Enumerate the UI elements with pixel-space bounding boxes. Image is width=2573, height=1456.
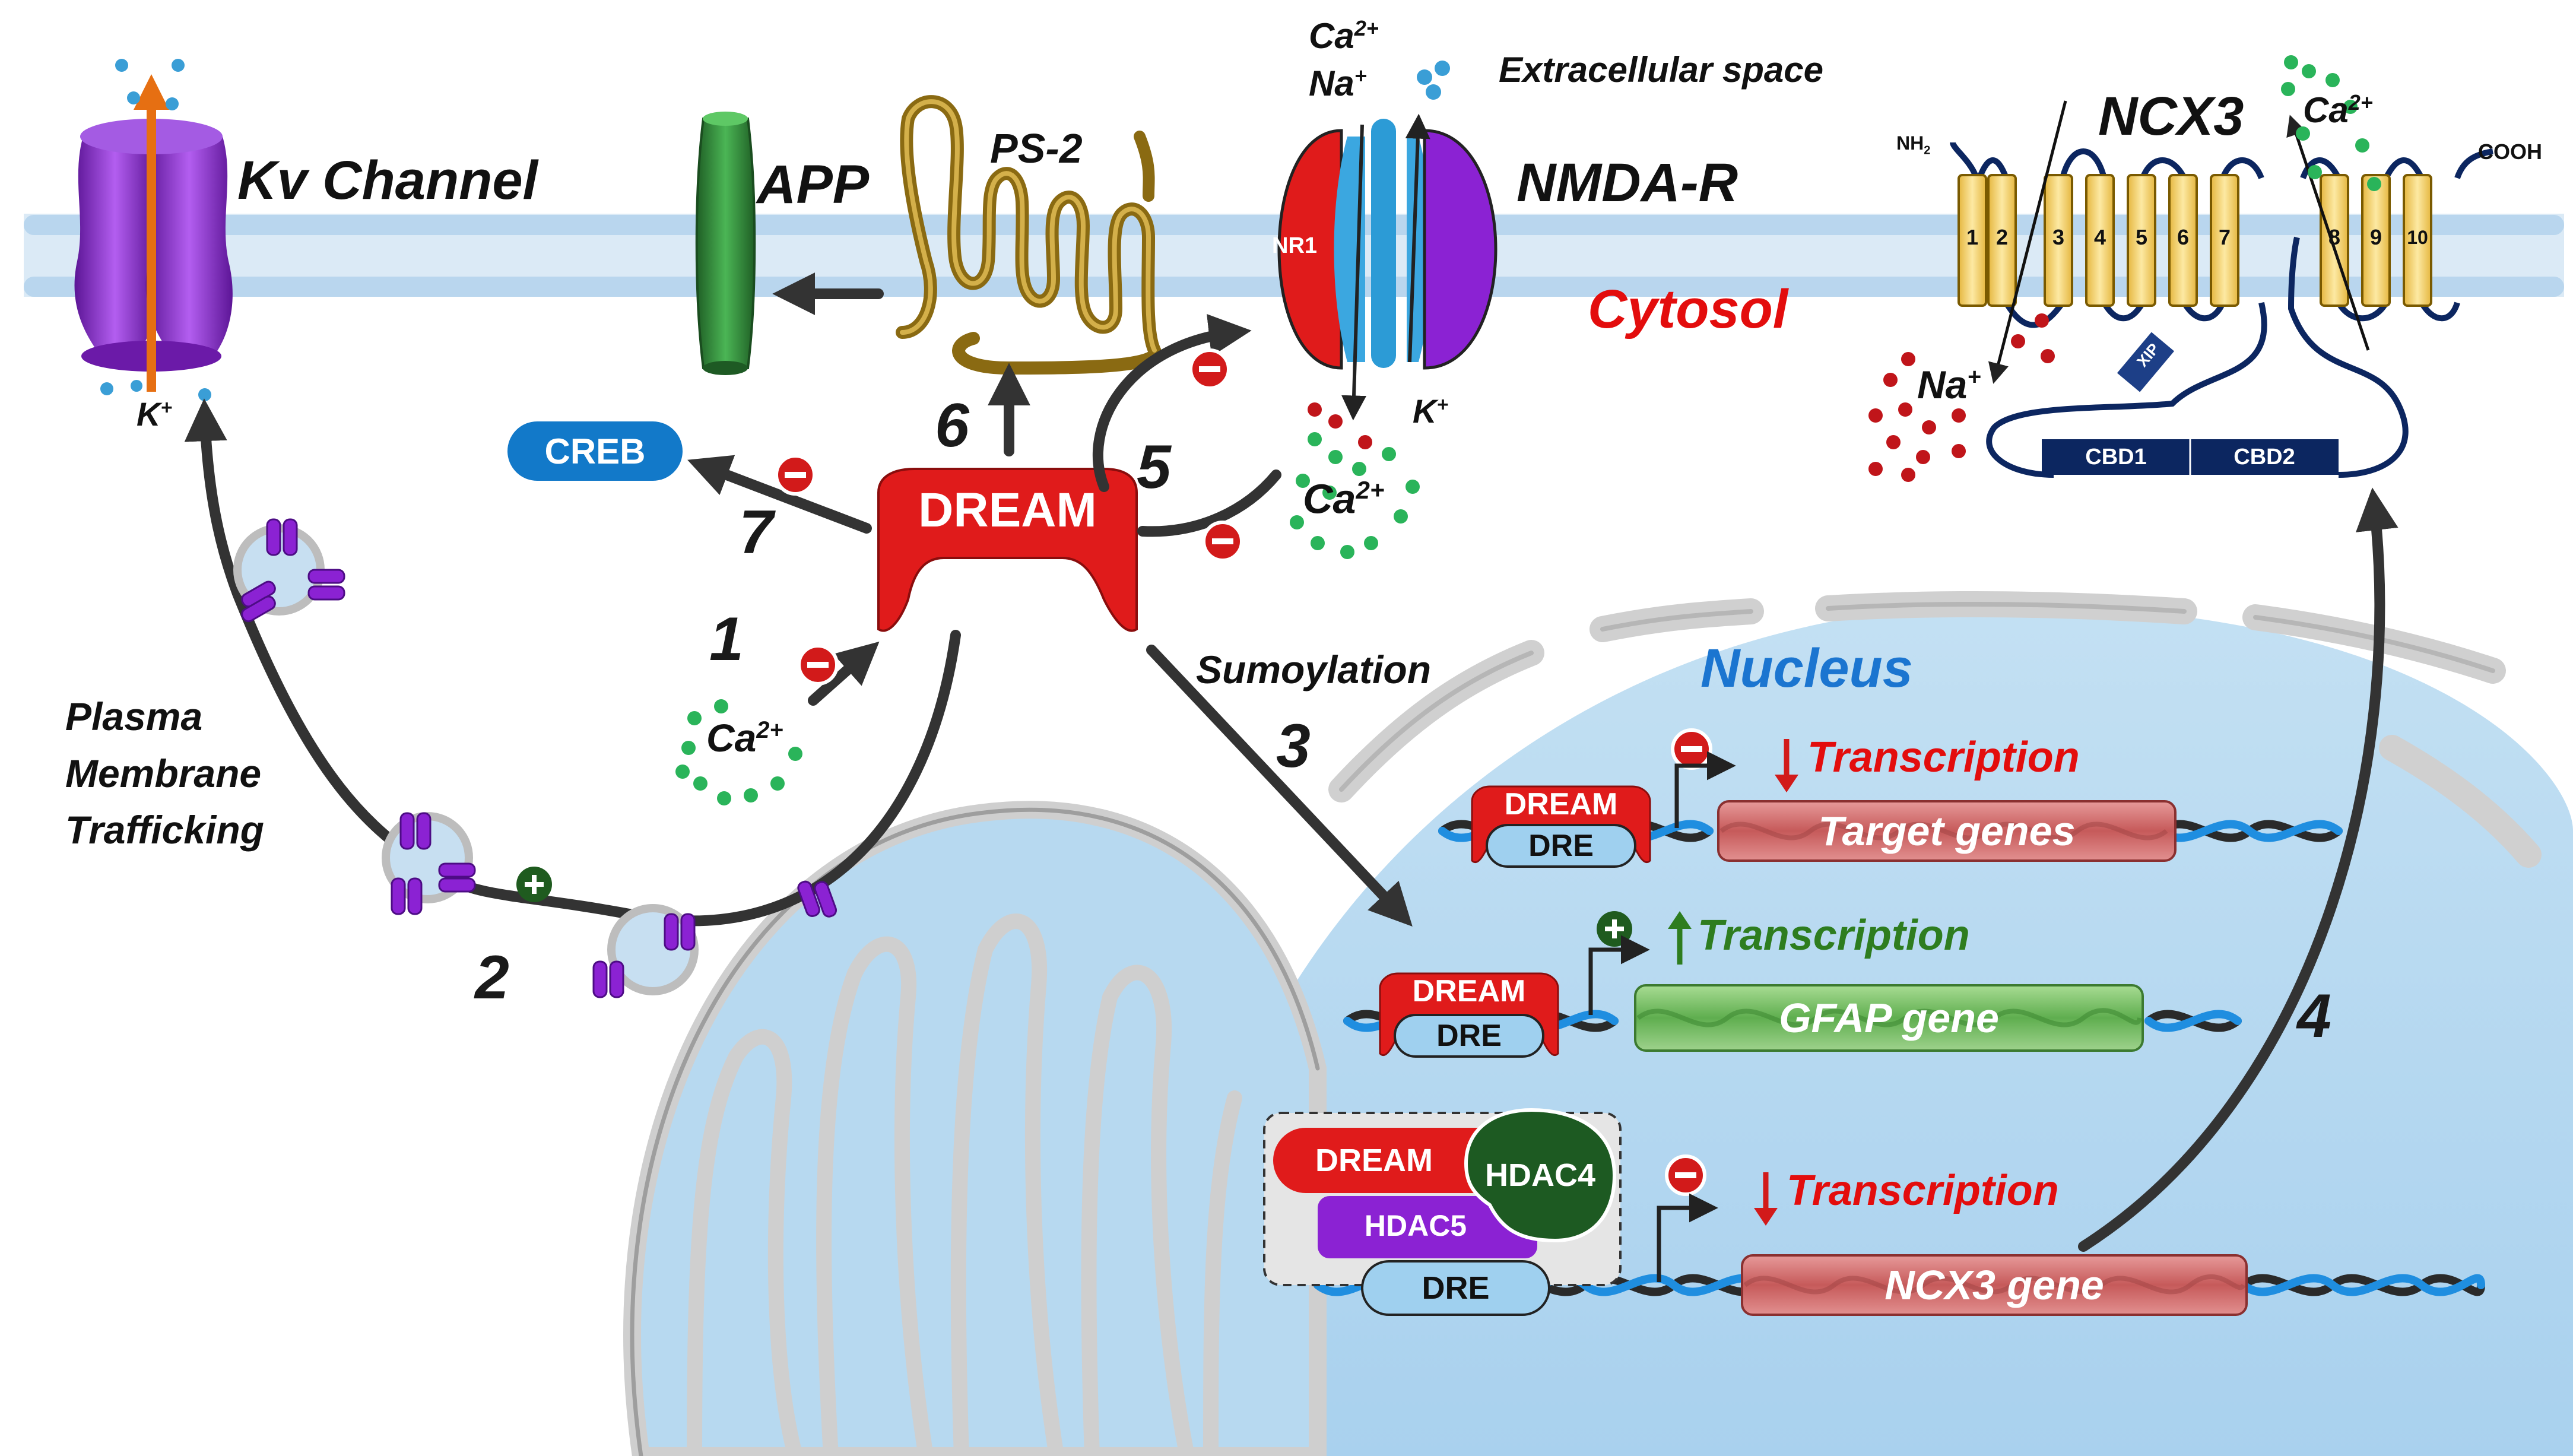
row1-dream-label: DREAM xyxy=(1504,787,1618,821)
plasma-membrane-trafficking-label: Plasma Membrane Trafficking xyxy=(65,694,264,852)
row1-gene-label: Target genes xyxy=(1818,808,2076,854)
ncx3-segment-6: 6 xyxy=(2177,225,2190,249)
row2-dream-label: DREAM xyxy=(1412,974,1526,1008)
row3-transcription-label: Transcription xyxy=(1787,1167,2059,1214)
ncx3-segment-4: 4 xyxy=(2093,225,2106,249)
transcription-direction-arrows xyxy=(1668,739,1798,1226)
calcium-dots xyxy=(675,432,1420,805)
k-ion-label-nmda: K+ xyxy=(1413,392,1449,430)
k-ion-label-kv: K+ xyxy=(137,395,173,433)
ncx3-segment-2: 2 xyxy=(1995,225,2009,249)
creb-box xyxy=(507,421,683,481)
row1-dre-label: DRE xyxy=(1528,829,1594,863)
nucleus-label: Nucleus xyxy=(1700,638,1913,699)
kv-channel xyxy=(74,59,233,401)
row1-transcription-label: Transcription xyxy=(1807,734,2080,781)
cooh-label: COOH xyxy=(2478,139,2542,164)
row2-transcription-label: Transcription xyxy=(1698,912,1970,959)
step-2: 2 xyxy=(475,943,509,1012)
nr1-label: NR1 xyxy=(1272,233,1318,258)
nuclear-complexes xyxy=(1263,785,1651,1316)
ncx3-segment-1: 1 xyxy=(1966,225,1979,249)
ca-ion-label-ncx3: Ca2+ xyxy=(2303,90,2373,130)
step-6: 6 xyxy=(935,391,969,460)
row2-gene-label: GFAP gene xyxy=(1779,995,1999,1041)
step-3: 3 xyxy=(1276,712,1311,781)
cbd1-label: CBD1 xyxy=(2085,444,2147,470)
row3-dre-label: DRE xyxy=(1422,1270,1490,1306)
ncx3-segment-9: 9 xyxy=(2369,225,2382,249)
ca-ion-label-nmda: Ca2+ xyxy=(1303,475,1385,522)
na-ion-label-nmda-top: Na+ xyxy=(1309,64,1367,103)
step-1: 1 xyxy=(709,605,744,674)
step-5: 5 xyxy=(1137,433,1171,502)
dream-label: DREAM xyxy=(918,483,1097,537)
ps2-label: PS-2 xyxy=(990,125,1083,172)
ncx3-segment-8: 8 xyxy=(2328,225,2341,249)
row3-hdac4-label: HDAC4 xyxy=(1484,1157,1596,1193)
ncx3-segment-3: 3 xyxy=(2052,225,2065,249)
row3-gene-label: NCX3 gene xyxy=(1884,1262,2104,1308)
row3-dream-label: DREAM xyxy=(1315,1143,1433,1178)
trafficking-vesicles xyxy=(233,518,837,998)
app-label: APP xyxy=(757,154,870,215)
transcription-start-arrows xyxy=(1588,751,1736,1282)
ncx3-segment-7: 7 xyxy=(2218,225,2231,249)
nh2-label: NH2 xyxy=(1896,132,1931,157)
step-4: 4 xyxy=(2297,982,2331,1051)
step-7: 7 xyxy=(739,498,773,567)
endoplasmic-reticulum xyxy=(623,801,1327,1456)
ps2-tail xyxy=(1134,131,1155,202)
row3-hdac5-label: HDAC5 xyxy=(1364,1209,1467,1242)
ca-ion-label-dream: Ca2+ xyxy=(706,716,783,760)
ps2-protein-highlight xyxy=(900,99,1157,353)
nmda-receptor xyxy=(1277,61,1498,449)
ncx3-segments xyxy=(1957,174,2432,307)
row2-dre-label: DRE xyxy=(1436,1019,1502,1053)
cbd2-label: CBD2 xyxy=(2233,444,2295,470)
app-protein xyxy=(695,112,756,375)
sumoylation-label: Sumoylation xyxy=(1196,648,1432,691)
ncx3-label: NCX3 xyxy=(2098,86,2244,147)
nmda-r-label: NMDA-R xyxy=(1516,153,1738,213)
cytosol-label: Cytosol xyxy=(1588,279,1788,340)
extracellular-space-label: Extracellular space xyxy=(1499,50,1824,90)
na-ion-label-ncx3: Na+ xyxy=(1917,363,1981,407)
ncx3-exchanger xyxy=(1868,55,2493,482)
ncx3-segment-10: 10 xyxy=(2407,226,2428,248)
kv-channel-label: Kv Channel xyxy=(237,150,538,211)
ncx3-segment-5: 5 xyxy=(2135,225,2148,249)
creb-label: CREB xyxy=(544,431,646,471)
ca-ion-label-nmda-top: Ca2+ xyxy=(1309,16,1379,56)
inhibition-markers xyxy=(775,348,1712,1196)
gene-cylinders xyxy=(1634,800,2248,1316)
